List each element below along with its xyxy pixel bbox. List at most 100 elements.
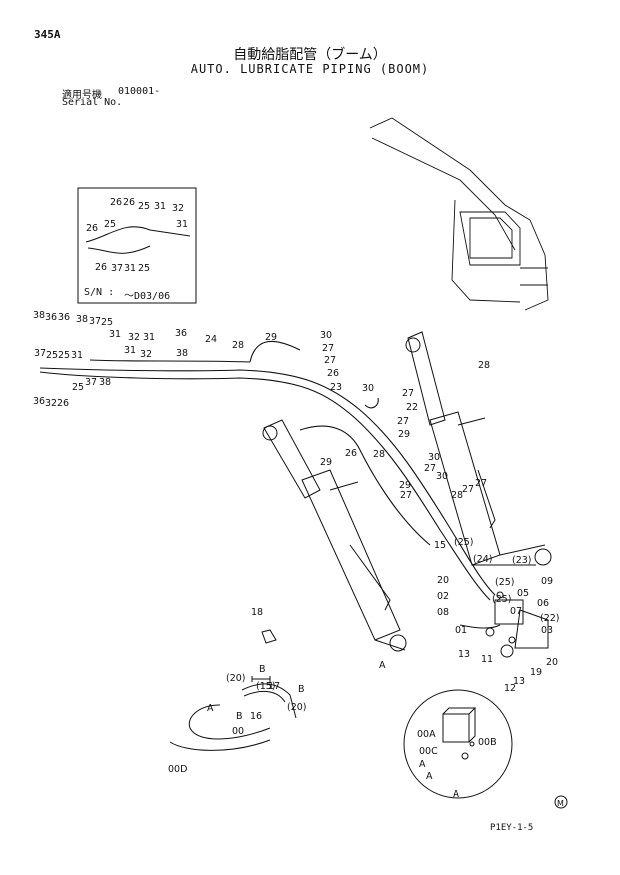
part-callout: 09 [541,576,553,587]
part-callout: 22 [406,402,418,413]
serial-value: 010001- [118,86,161,97]
part-callout: (22) [540,613,560,624]
part-callout: 36 [175,328,187,339]
part-callout: 27 [462,484,474,495]
part-callout: 18 [251,607,263,618]
boom-cylinder-right [405,331,552,566]
part-callout: 26 [123,197,135,208]
part-callout: 32 [172,203,184,214]
part-callout: 27 [400,490,412,501]
hose-assembly [169,676,297,751]
inset-pipe [85,226,191,254]
part-callout: 28 [451,490,463,501]
part-callout: (24) [473,554,493,565]
part-callout: 08 [437,607,449,618]
part-callout: 26 [57,398,69,409]
part-callout: 13 [513,676,525,687]
inset-frame [77,187,197,304]
inset-sn-label: S/N : [84,287,115,298]
title-japanese: 自動給脂配管（ブーム） [233,47,387,63]
part-callout: 38 [76,314,88,325]
part-callout: 27 [322,343,334,354]
title-english: AUTO. LUBRICATE PIPING (BOOM) [190,62,430,76]
part-callout: 24 [205,334,217,345]
part-callout: 36 [58,312,70,323]
boom-cylinder-left [262,419,407,652]
part-callout: 11 [481,654,493,665]
part-callout: 26 [327,368,339,379]
part-callout: 38 [33,310,45,321]
part-callout: 23 [330,382,342,393]
part-callout: 32 [45,398,57,409]
detail-view-block [442,707,477,760]
part-callout: 37 [89,316,101,327]
part-callout: 00A [417,729,436,740]
part-callout: 37 [34,348,46,359]
section-marker-a [500,644,514,658]
part-callout: (20) [226,673,246,684]
part-callout: 01 [455,625,467,636]
part-callout: 31 [71,350,83,361]
part-callout: 31 [154,201,166,212]
detail-view-label: A [453,789,460,800]
part-callout: 31 [124,263,136,274]
part-callout: 38 [99,377,111,388]
serial-label-japanese: 適用号機 [62,90,102,101]
part-callout: 26 [95,262,107,273]
part-callout: 25 [138,263,150,274]
grease-fitting [261,629,277,644]
part-callout: B [236,711,243,722]
part-callout: 28 [478,360,490,371]
marking-letter: M [557,799,564,808]
marking-circle [554,795,568,809]
part-callout: 30 [428,452,440,463]
part-callout: (23) [512,555,532,566]
part-callout: 37 [85,377,97,388]
part-callout: 25 [72,382,84,393]
part-callout: 25 [138,201,150,212]
part-callout: (20) [287,702,307,713]
part-callout: 00C [419,746,438,757]
part-callout: (25) [495,577,515,588]
part-callout: 03 [541,625,553,636]
lubrication-lines [39,341,496,601]
part-callout: 20 [546,657,558,668]
part-callout: A [207,703,214,714]
part-callout: 25 [58,350,70,361]
part-callout: 12 [504,683,516,694]
part-callout: 30 [320,330,332,341]
part-callout: 37 [111,263,123,274]
drawing-code: P1EY-1-5 [490,823,534,833]
part-callout: 29 [265,332,277,343]
page-number: 345A [34,28,61,41]
part-callout: 07 [510,606,522,617]
part-callout: 29 [398,429,410,440]
part-callout: 27 [424,463,436,474]
part-callout: 02 [437,591,449,602]
part-callout: 32 [140,349,152,360]
part-callout: 25 [101,317,113,328]
part-callout: 30 [436,471,448,482]
excavator-silhouette [369,117,549,311]
part-callout: 32 [128,332,140,343]
junction-block [459,591,549,649]
part-callout: 36 [45,312,57,323]
part-callout: 20 [437,575,449,586]
part-callout: 29 [399,480,411,491]
part-callout: 25 [46,350,58,361]
part-callout: 27 [475,478,487,489]
serial-label-english: Serial No. [62,97,123,108]
part-callout: 25 [104,219,116,230]
part-callout: 31 [176,219,188,230]
part-callout: 27 [324,355,336,366]
part-callout: 28 [232,340,244,351]
part-callout: 27 [402,388,414,399]
part-callout: 17 [268,681,280,692]
part-callout: 31 [124,345,136,356]
part-callout: 15 [434,540,446,551]
part-callout: (25) [454,537,474,548]
detail-view-circle [403,689,513,799]
part-callout: 06 [537,598,549,609]
